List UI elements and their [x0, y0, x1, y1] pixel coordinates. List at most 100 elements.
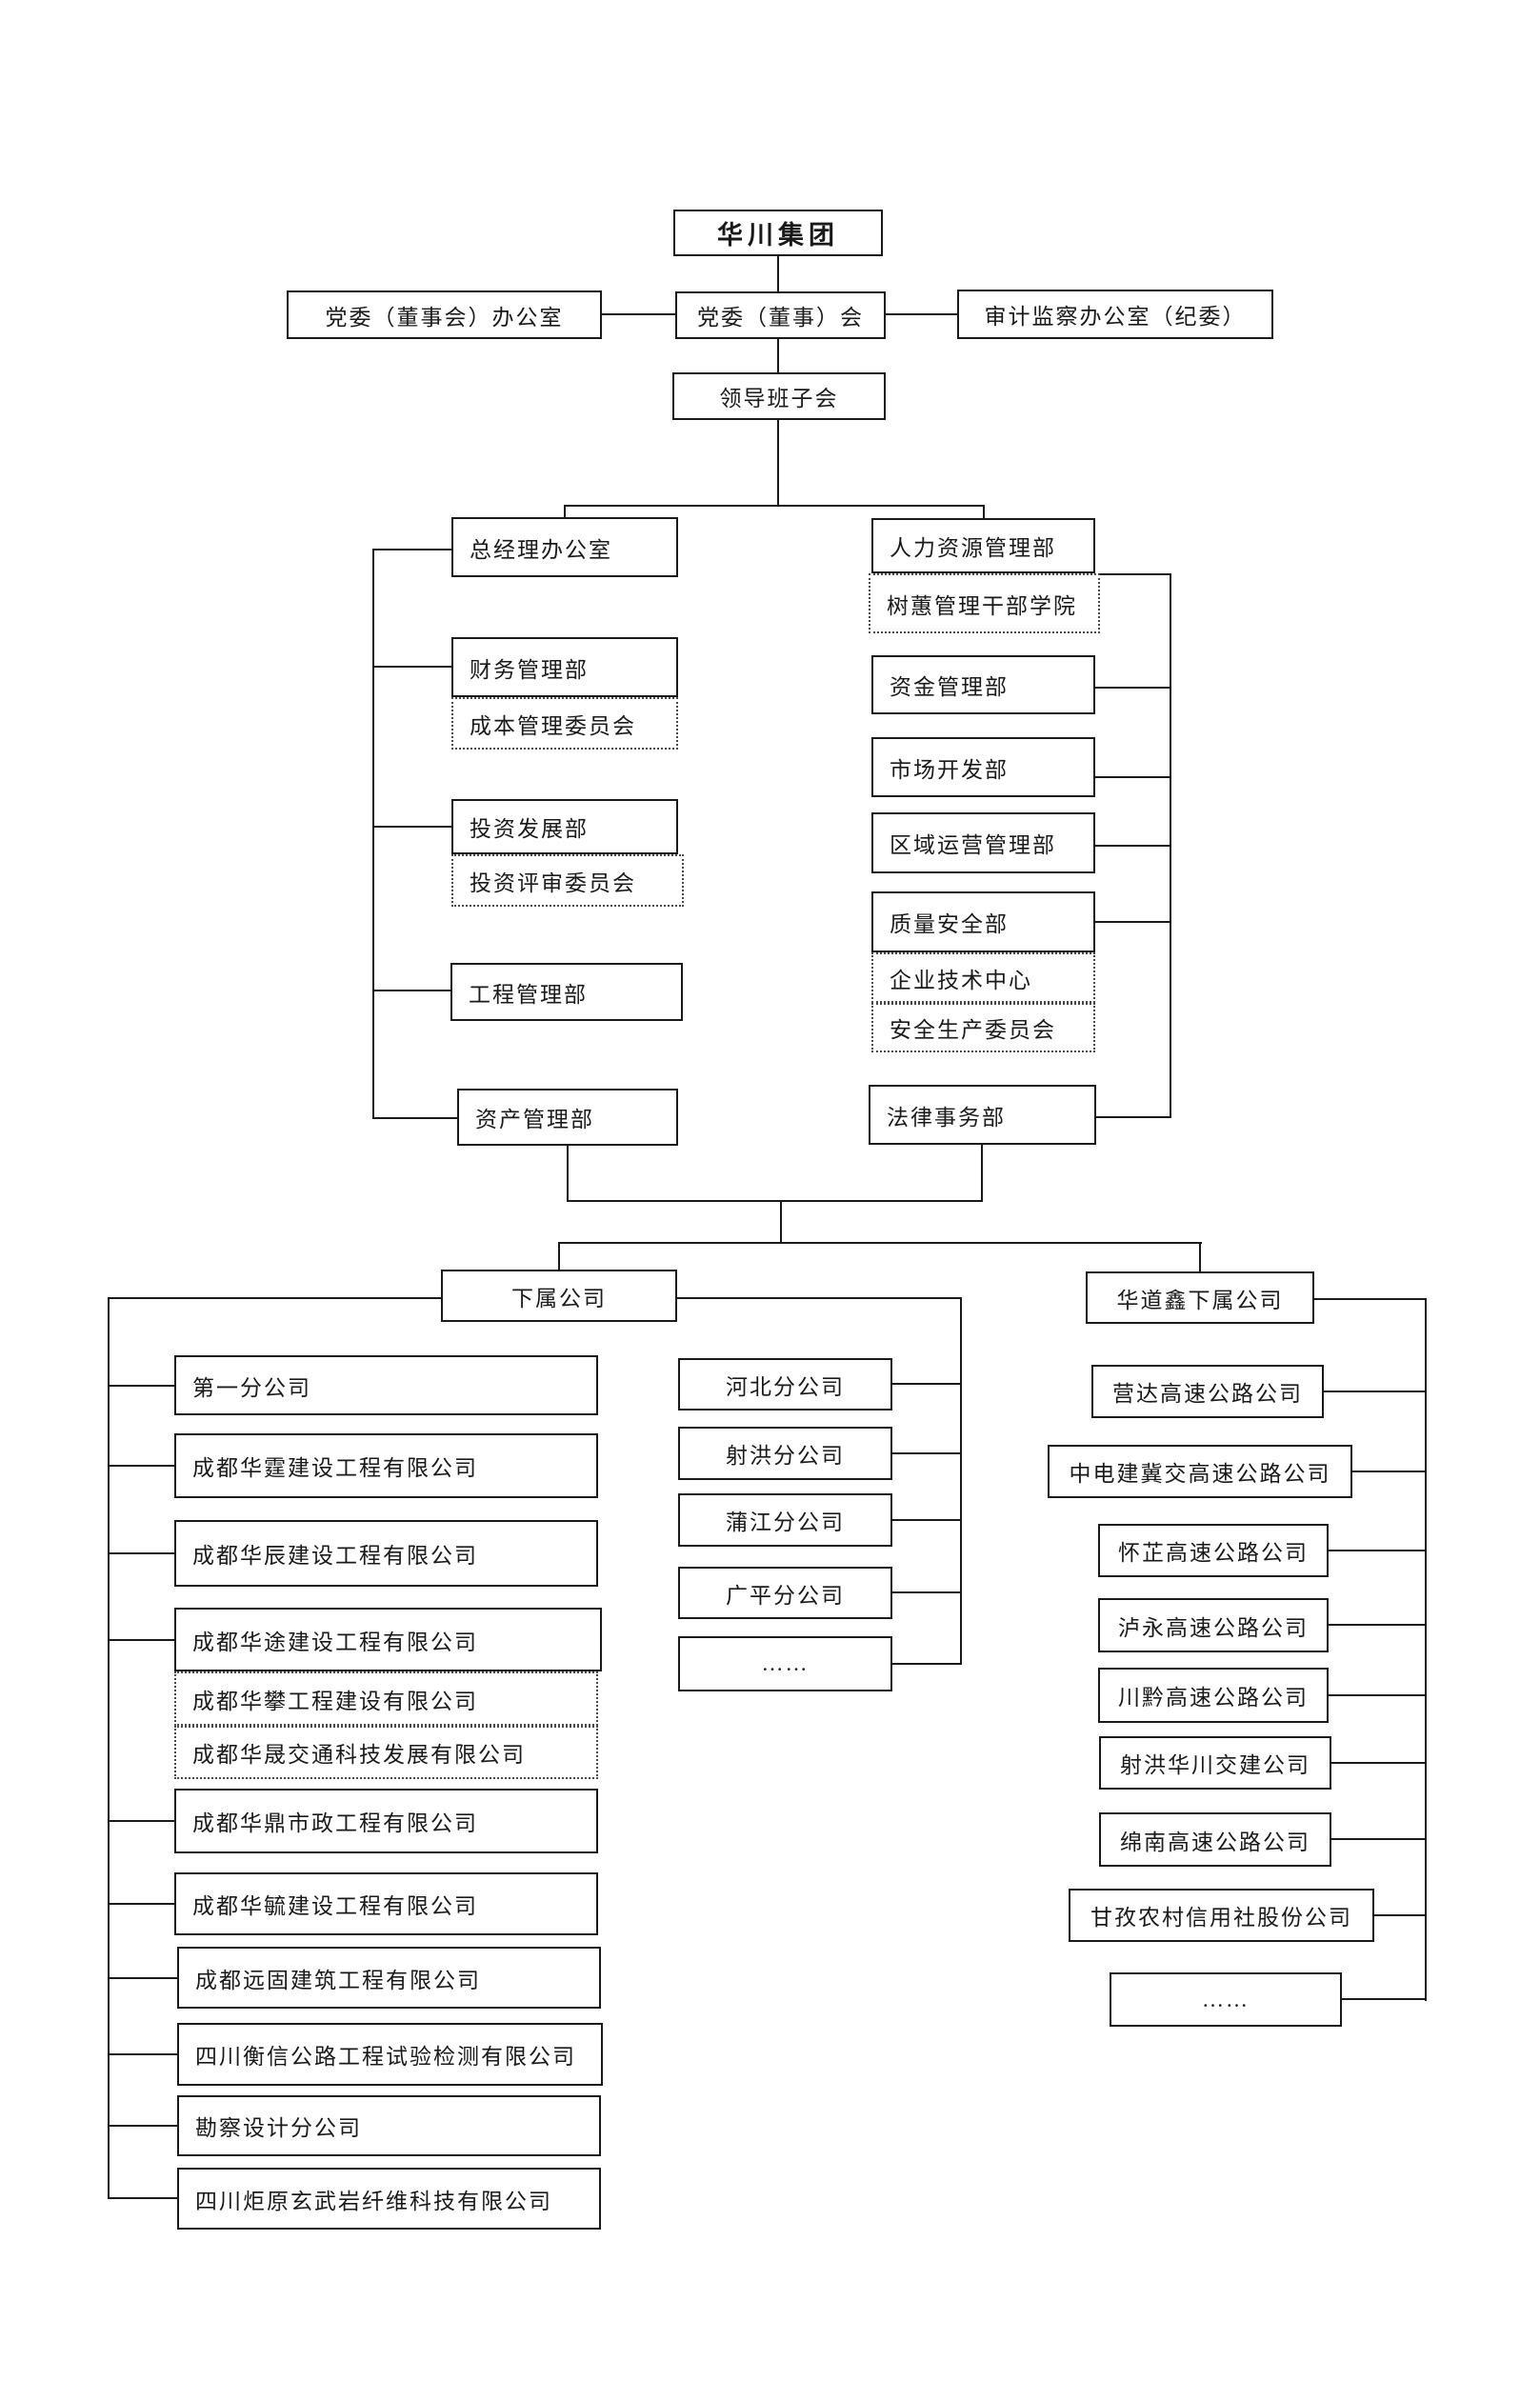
connector-line [372, 826, 451, 828]
org-box-safety-production-committee: 安全生产委员会 [871, 1003, 1095, 1052]
org-box-label: 射洪华川交建公司 [1120, 1753, 1310, 1777]
org-box-chuanqian-expressway: 川黔高速公路公司 [1098, 1668, 1329, 1723]
org-box-enterprise-tech-center: 企业技术中心 [871, 952, 1095, 1003]
org-box-zdj-jijiao-expressway: 中电建冀交高速公路公司 [1048, 1445, 1352, 1498]
org-box-juyuan-basalt-fiber: 四川炬原玄武岩纤维科技有限公司 [177, 2168, 601, 2230]
org-box-label: 射洪分公司 [726, 1444, 845, 1468]
org-box-regional-ops-dept: 区域运营管理部 [871, 812, 1095, 873]
org-box-label: 党委（董事）会 [697, 306, 864, 330]
connector-line [892, 1383, 962, 1385]
org-box-label: 树蕙管理干部学院 [887, 593, 1077, 618]
org-box-huating-construction: 成都华霆建设工程有限公司 [174, 1433, 598, 1498]
org-box-label: 成都华攀工程建设有限公司 [192, 1689, 478, 1713]
org-box-more-companies: …… [1110, 1972, 1342, 2027]
connector-line [1331, 1762, 1426, 1764]
connector-line [892, 1591, 962, 1593]
org-box-label: 泸永高速公路公司 [1118, 1615, 1309, 1640]
connector-line [1374, 1914, 1426, 1916]
connector-line [372, 1117, 457, 1119]
org-box-label: 蒲江分公司 [726, 1511, 845, 1534]
org-box-huasheng-transport-tech: 成都华晟交通科技发展有限公司 [174, 1726, 598, 1779]
connector-line [892, 1452, 962, 1454]
org-box-label: 区域运营管理部 [890, 833, 1056, 857]
connector-line [558, 1242, 1202, 1244]
org-box-label: 成都华晟交通科技发展有限公司 [192, 1743, 526, 1767]
connector-line [1329, 1694, 1426, 1696]
org-box-label: 企业技术中心 [890, 968, 1032, 992]
org-box-hr-dept: 人力资源管理部 [871, 518, 1095, 573]
org-box-yuangu-construction: 成都远固建筑工程有限公司 [177, 1947, 601, 2009]
org-box-label: 资产管理部 [475, 1108, 594, 1131]
org-box-label: 工程管理部 [469, 982, 588, 1007]
connector-line [1199, 1242, 1201, 1273]
org-box-engineering-dept: 工程管理部 [450, 963, 683, 1021]
org-box-label: 成都华途建设工程有限公司 [192, 1630, 478, 1654]
org-box-quality-safety-dept: 质量安全部 [871, 891, 1095, 952]
org-box-label: 甘孜农村信用社股份公司 [1090, 1906, 1352, 1930]
org-box-luyong-expressway: 泸永高速公路公司 [1098, 1598, 1329, 1652]
org-box-label: …… [1202, 1987, 1250, 2011]
connector-line [372, 990, 451, 991]
org-box-party-committee: 党委（董事）会 [675, 291, 886, 339]
org-box-label: 成都华辰建设工程有限公司 [192, 1544, 478, 1568]
connector-line [108, 1903, 174, 1905]
org-box-label: 华川集团 [717, 221, 839, 250]
org-box-label: 领导班子会 [719, 387, 839, 410]
org-box-huaizhi-expressway: 怀芷高速公路公司 [1098, 1524, 1329, 1577]
org-box-label: 成都华鼎市政工程有限公司 [192, 1811, 478, 1835]
connector-line [1095, 687, 1171, 689]
org-box-finance-dept: 财务管理部 [451, 637, 678, 697]
org-box-label: 四川衡信公路工程试验检测有限公司 [195, 2045, 576, 2069]
org-box-huachen-construction: 成都华辰建设工程有限公司 [174, 1520, 598, 1587]
connector-line [108, 2125, 177, 2127]
org-box-label: 第一分公司 [192, 1375, 311, 1400]
org-box-shehong-branch: 射洪分公司 [678, 1427, 892, 1480]
org-box-legal-dept: 法律事务部 [869, 1085, 1096, 1145]
connector-line [372, 549, 374, 1119]
org-box-ganzi-rural-credit: 甘孜农村信用社股份公司 [1069, 1889, 1374, 1942]
org-box-label: 华道鑫下属公司 [1116, 1288, 1284, 1312]
org-box-miannan-expressway: 绵南高速公路公司 [1099, 1812, 1331, 1867]
org-box-huayu-construction: 成都华毓建设工程有限公司 [174, 1872, 598, 1935]
connector-line [567, 1146, 569, 1202]
connector-line [602, 313, 675, 315]
org-box-gm-office: 总经理办公室 [451, 517, 678, 577]
org-box-label: 四川炬原玄武岩纤维科技有限公司 [195, 2189, 552, 2213]
connector-line [777, 339, 779, 372]
org-box-label: 投资发展部 [470, 817, 589, 841]
connector-line [780, 1200, 782, 1244]
connector-line [886, 313, 957, 315]
org-box-shehong-huachuan-jiaojian: 射洪华川交建公司 [1099, 1736, 1331, 1790]
org-box-cost-committee: 成本管理委员会 [451, 697, 678, 750]
org-box-huading-municipal: 成都华鼎市政工程有限公司 [174, 1789, 598, 1853]
org-box-market-dept: 市场开发部 [871, 737, 1095, 797]
connector-line [108, 1297, 110, 2199]
connector-line [108, 2197, 177, 2199]
connector-line [777, 256, 779, 291]
org-box-label: 中电建冀交高速公路公司 [1069, 1462, 1331, 1486]
org-box-huapan-engineering: 成都华攀工程建设有限公司 [174, 1671, 598, 1726]
connector-line [1095, 845, 1171, 847]
connector-line [677, 1297, 962, 1299]
connector-line [1352, 1471, 1426, 1472]
org-box-label: 安全生产委员会 [890, 1018, 1056, 1042]
org-box-label: 成都华毓建设工程有限公司 [192, 1894, 478, 1918]
connector-line [1314, 1298, 1427, 1300]
connector-line [892, 1519, 962, 1521]
org-box-label: 总经理办公室 [470, 537, 612, 562]
connector-line [981, 1145, 983, 1202]
connector-line [109, 1297, 442, 1299]
org-box-label: 党委（董事会）办公室 [325, 305, 564, 330]
org-box-label: 营达高速公路公司 [1112, 1382, 1303, 1406]
org-box-leadership-meeting: 领导班子会 [672, 372, 886, 420]
connector-line [564, 505, 985, 507]
org-box-capital-dept: 资金管理部 [871, 655, 1095, 714]
connector-line [1095, 573, 1171, 575]
connector-line [108, 1820, 174, 1822]
connector-line [1096, 1116, 1171, 1118]
connector-line [777, 420, 779, 507]
connector-line [372, 666, 451, 668]
org-box-pujiang-branch: 蒲江分公司 [678, 1493, 892, 1547]
org-box-shuhui-academy: 树蕙管理干部学院 [869, 573, 1100, 633]
